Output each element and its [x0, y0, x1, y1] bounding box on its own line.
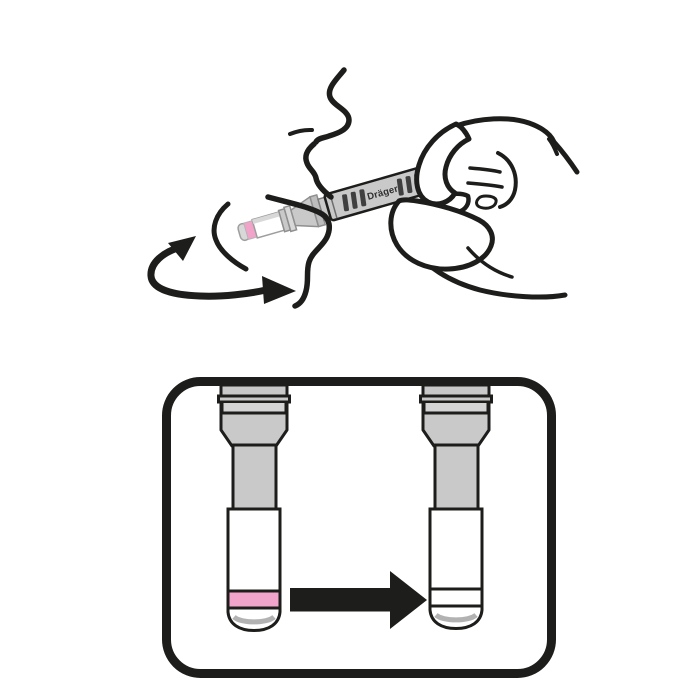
lower-lip-chin-line [265, 194, 333, 309]
finger-crease-2 [466, 181, 504, 189]
ring-fingernail [475, 194, 498, 210]
grip-ridges-front [342, 189, 367, 212]
finger-crease-1 [468, 166, 502, 174]
cheek-line [211, 201, 249, 272]
tube-before-cap-ring [221, 401, 287, 414]
tube-after-bottom-cap [428, 604, 484, 631]
mouth-panel: Dräger [147, 67, 580, 309]
middle-knuckle-curve [496, 151, 518, 209]
tube-before-bottom-cap [226, 606, 282, 633]
thumb [388, 197, 495, 272]
pinky-curve [466, 246, 514, 279]
hand-grip [388, 121, 518, 279]
tube-after-body [428, 507, 484, 591]
tube-before-shoulder [219, 411, 289, 448]
swirl-arrow-icon [147, 236, 296, 304]
tube-after-cap-ring [423, 401, 489, 414]
result-panel [162, 377, 556, 678]
tube-before-shaft [231, 443, 278, 511]
tube-after-bottom-arc [434, 612, 478, 623]
tube-before-body [226, 507, 282, 593]
arrow-right-icon [290, 571, 427, 629]
nose-profile-line [313, 67, 352, 145]
indicator-band-pink [226, 589, 282, 610]
tube-after [419, 383, 493, 631]
tube-before [217, 383, 291, 633]
nostril-line [288, 127, 314, 136]
hand-knuckle-dash [547, 137, 559, 156]
tube-before-bottom-arc [232, 614, 276, 625]
swirl-arrowhead-right [262, 276, 296, 304]
swirl-arrow-curve [147, 243, 270, 300]
tube-after-shaft [433, 443, 480, 511]
upper-lip-line [303, 141, 334, 200]
tube-after-shoulder [421, 411, 491, 448]
swirl-arrowhead-up [168, 236, 196, 261]
indicator-band-white [428, 587, 484, 608]
device-swab-shade [252, 211, 281, 224]
face-profile [211, 67, 352, 309]
index-finger [414, 121, 472, 207]
